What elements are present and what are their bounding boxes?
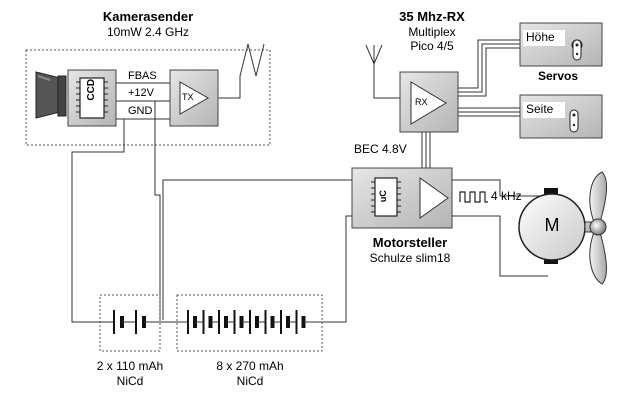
uc-label: uC [377,190,388,203]
bec-label: BEC 4.8V [354,142,407,156]
servo-cables [458,39,520,117]
battery-small-chemistry: NiCd [116,374,144,388]
receiver-model-variant: Pico 4/5 [410,39,454,53]
uc-chip-icon [371,177,401,217]
receiver-model: Multiplex [408,25,456,39]
motor-controller [351,167,453,229]
ccd-chip-icon [76,77,108,119]
pin-fbas-label: FBAS [128,70,157,82]
servo-seite-label: Seite [526,102,554,116]
pin-gnd-label: GND [128,105,153,117]
receiver-antenna-icon [365,44,383,66]
bec-cable [421,132,431,170]
motor-label: M [544,215,560,235]
camera-lens-icon [35,71,67,119]
pwm-signal-icon [459,191,488,203]
camera-antenna-icon [218,43,265,99]
motor [518,171,607,285]
receiver [365,44,459,133]
camera-subtitle: 10mW 2.4 GHz [106,25,190,39]
rx-label: RX [415,97,428,107]
motor-terminal [544,188,558,198]
controller-subtitle: Schulze slim18 [369,251,451,265]
servo-arm-icon [571,39,583,61]
tx-amplifier-icon [179,81,210,115]
controller-driver-icon [419,177,449,219]
receiver-title: 35 Mhz-RX [399,9,465,24]
battery-small-capacity: 2 x 110 mAh [96,359,164,373]
servos-title: Servos [538,69,579,83]
camera-transmitter [25,43,271,146]
battery-small [99,294,178,352]
controller-title: Motorsteller [372,235,448,250]
ccd-label: CCD [86,78,98,101]
power-wiring [162,179,548,323]
servo-arm-icon [569,109,579,133]
camera-module-outline [25,49,271,146]
servo-hoehe [519,22,603,67]
battery-large-chemistry: NiCd [236,374,264,388]
battery-large [176,294,323,352]
rx-amplifier-icon [410,81,447,125]
battery-large-capacity: 8 x 270 mAh [216,359,284,373]
servo-hoehe-label: Höhe [526,30,555,44]
tx-label: TX [182,92,194,102]
servo-seite [519,94,603,139]
pwm-frequency-label: 4 kHz [491,189,522,203]
camera-title: Kamerasender [102,9,194,24]
propeller-icon [589,171,607,285]
pin-12v-label: +12V [128,87,154,99]
